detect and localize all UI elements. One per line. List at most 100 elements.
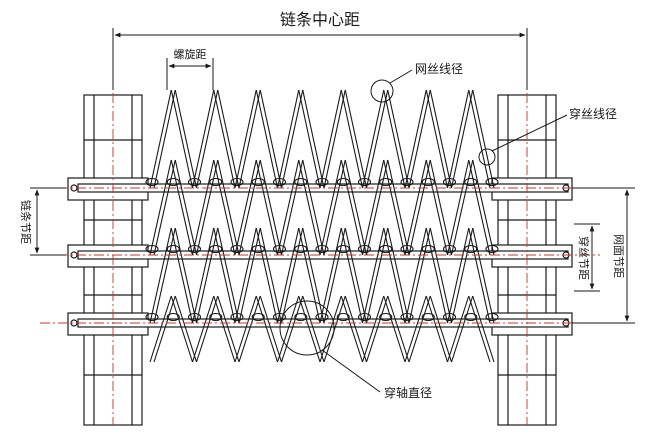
- mesh-wire: [361, 295, 385, 363]
- mesh-knuckle: [442, 177, 457, 187]
- mesh-wire: [425, 227, 449, 324]
- mesh-knuckle: [251, 244, 265, 254]
- mesh-wire: [319, 89, 342, 189]
- mesh-wire: [153, 159, 176, 256]
- mesh-wire: [217, 295, 240, 363]
- mesh-wire: [234, 295, 257, 363]
- mesh-wire: [238, 295, 261, 363]
- mesh-knuckle: [400, 244, 414, 254]
- mesh-wire: [319, 159, 342, 256]
- centerlines: [40, 75, 600, 425]
- mesh-wire: [340, 89, 364, 189]
- mesh-wire: [195, 89, 219, 189]
- mesh-wire: [234, 227, 257, 324]
- mesh-wire: [170, 159, 194, 256]
- mesh-wire: [323, 89, 346, 189]
- mesh-wire: [238, 159, 261, 256]
- mesh-knuckle: [187, 177, 202, 187]
- mesh-wire: [149, 227, 172, 324]
- mesh-knuckle: [294, 177, 308, 187]
- mesh-wire-diameter-label: 网丝线径: [415, 62, 463, 76]
- mesh-wire: [429, 227, 453, 324]
- mesh-knuckle: [209, 312, 223, 322]
- mesh-wire: [298, 89, 321, 189]
- mesh-wire: [383, 227, 406, 324]
- dim-chain-pitch: [30, 187, 66, 256]
- mesh-wire: [174, 89, 198, 189]
- mesh-wire: [298, 295, 321, 363]
- mesh-knuckle: [251, 177, 265, 187]
- mesh-wire: [195, 159, 219, 256]
- mesh-wire: [425, 89, 449, 189]
- mesh-knuckle: [357, 312, 372, 322]
- mesh-wire: [472, 159, 495, 256]
- mesh-knuckle: [400, 312, 414, 322]
- mesh-wire: [302, 89, 325, 189]
- dim-cross-pitch: [574, 223, 600, 292]
- mesh-wire: [472, 89, 495, 189]
- mesh-wire: [259, 295, 283, 363]
- mesh-wire: [404, 89, 427, 189]
- mesh-wire: [153, 227, 176, 324]
- mesh-wire: [191, 227, 215, 324]
- mesh-knuckle: [145, 177, 159, 187]
- mesh-wire: [213, 227, 236, 324]
- mesh-knuckle: [166, 177, 180, 187]
- spiral-pitch-label: 螺旋距: [174, 47, 207, 61]
- mesh-wire: [255, 89, 279, 189]
- dim-chain-center-distance: [112, 28, 528, 90]
- mesh-wire: [361, 159, 385, 256]
- mesh-wire: [149, 159, 172, 256]
- mesh-knuckle: [442, 244, 457, 254]
- mesh-wire: [340, 159, 364, 256]
- mesh-wire: [404, 159, 427, 256]
- mesh-knuckle: [464, 244, 478, 254]
- mesh-knuckle: [464, 177, 478, 187]
- mesh-wire: [153, 295, 176, 363]
- mesh-wire: [361, 227, 385, 324]
- mesh-knuckle: [357, 244, 372, 254]
- mesh-knuckle: [336, 244, 350, 254]
- mesh-wire: [429, 159, 453, 256]
- mesh-wire: [323, 159, 346, 256]
- mesh-knuckle: [187, 244, 202, 254]
- mesh-wire: [213, 295, 236, 363]
- mesh-wire: [213, 89, 236, 189]
- mesh-knuckle: [464, 312, 478, 322]
- mesh-wire: [446, 295, 470, 363]
- callout-shaft: [279, 300, 381, 393]
- mesh-knuckle: [315, 244, 329, 254]
- mesh-wire: [408, 227, 431, 324]
- mesh-wire: [238, 89, 261, 189]
- mesh-knuckle: [230, 312, 244, 322]
- mesh-wire: [302, 159, 325, 256]
- mesh-knuckle: [379, 244, 393, 254]
- mesh-wire: [259, 227, 283, 324]
- mesh-knuckle: [272, 244, 287, 254]
- spiral-mesh: [145, 89, 499, 363]
- mesh-knuckle: [485, 312, 499, 322]
- mesh-knuckle: [485, 177, 499, 187]
- mesh-wire: [259, 89, 283, 189]
- mesh-wire: [344, 227, 368, 324]
- mesh-wire: [429, 89, 453, 189]
- mesh-knuckle: [357, 177, 372, 187]
- mesh-wire: [195, 295, 219, 363]
- chain-center-distance-label: 链条中心距: [280, 10, 360, 29]
- mesh-wire: [255, 227, 279, 324]
- mesh-wire: [170, 89, 194, 189]
- mesh-wire: [234, 89, 257, 189]
- mesh-wire: [383, 159, 406, 256]
- mesh-knuckle: [145, 244, 159, 254]
- mesh-wire: [468, 89, 491, 189]
- mesh-knuckle: [400, 177, 414, 187]
- mesh-wire: [446, 89, 470, 189]
- mesh-wire: [238, 227, 261, 324]
- mesh-knuckle: [209, 177, 223, 187]
- mesh-wire: [425, 159, 449, 256]
- mesh-knuckle: [379, 177, 393, 187]
- mesh-wire: [429, 295, 453, 363]
- mesh-wire: [387, 227, 410, 324]
- mesh-knuckle: [166, 244, 180, 254]
